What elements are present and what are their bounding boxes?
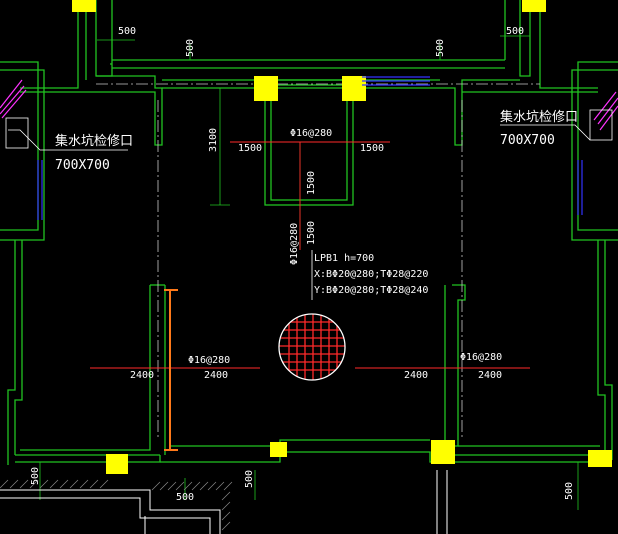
columns	[72, 0, 612, 474]
magenta-hatch	[0, 79, 618, 131]
pit-right-title: 集水坑检修口	[500, 109, 578, 125]
rebar-label-left: Φ16@280	[188, 355, 230, 366]
dim-500-top-mid2: 500	[435, 39, 446, 57]
pit-left-title: 集水坑检修口	[55, 133, 133, 149]
rebar-label-top: Φ16@280	[290, 128, 332, 139]
blue-openings	[37, 76, 583, 220]
grid-axes	[96, 83, 540, 440]
dim-2400-rl: 2400	[404, 370, 428, 381]
dim-1500-vert: 1500	[306, 171, 317, 195]
dim-500-top-right: 500	[506, 26, 524, 37]
dim-500-top-mid: 500	[185, 39, 196, 57]
dim-500-bl: 500	[30, 467, 41, 485]
rebar-label-vertical: Φ16@280	[289, 223, 300, 265]
dim-500-bm2: 500	[244, 470, 255, 488]
dim-500-br: 500	[564, 482, 575, 500]
dim-2400-rr: 2400	[478, 370, 502, 381]
bottom-hatch	[0, 479, 233, 531]
dim-1500-right: 1500	[360, 143, 384, 154]
slab-x-rebar: X:BΦ20@280;TΦ28@220	[314, 269, 428, 280]
pit-leaders	[5, 109, 613, 151]
slab-y-rebar: Y:BΦ20@280;TΦ28@240	[314, 285, 428, 296]
pit-right-size: 700X700	[500, 133, 555, 148]
slab-title: LPB1 h=700	[314, 253, 374, 264]
dim-2400-lr: 2400	[204, 370, 228, 381]
rebar-label-right: Φ16@280	[460, 352, 502, 363]
pit-left-size: 700X700	[55, 158, 110, 173]
edge-beam	[164, 289, 178, 451]
bottom-structure	[0, 470, 448, 534]
dim-3100: 3100	[208, 128, 219, 152]
dim-500-top-left: 500	[118, 26, 136, 37]
sump-circle	[278, 313, 346, 381]
rebar-lines	[90, 141, 530, 369]
dim-1500-vert2: 1500	[306, 221, 317, 245]
dim-500-bm: 500	[176, 492, 194, 503]
dim-2400-ll: 2400	[130, 370, 154, 381]
dim-1500-left: 1500	[238, 143, 262, 154]
